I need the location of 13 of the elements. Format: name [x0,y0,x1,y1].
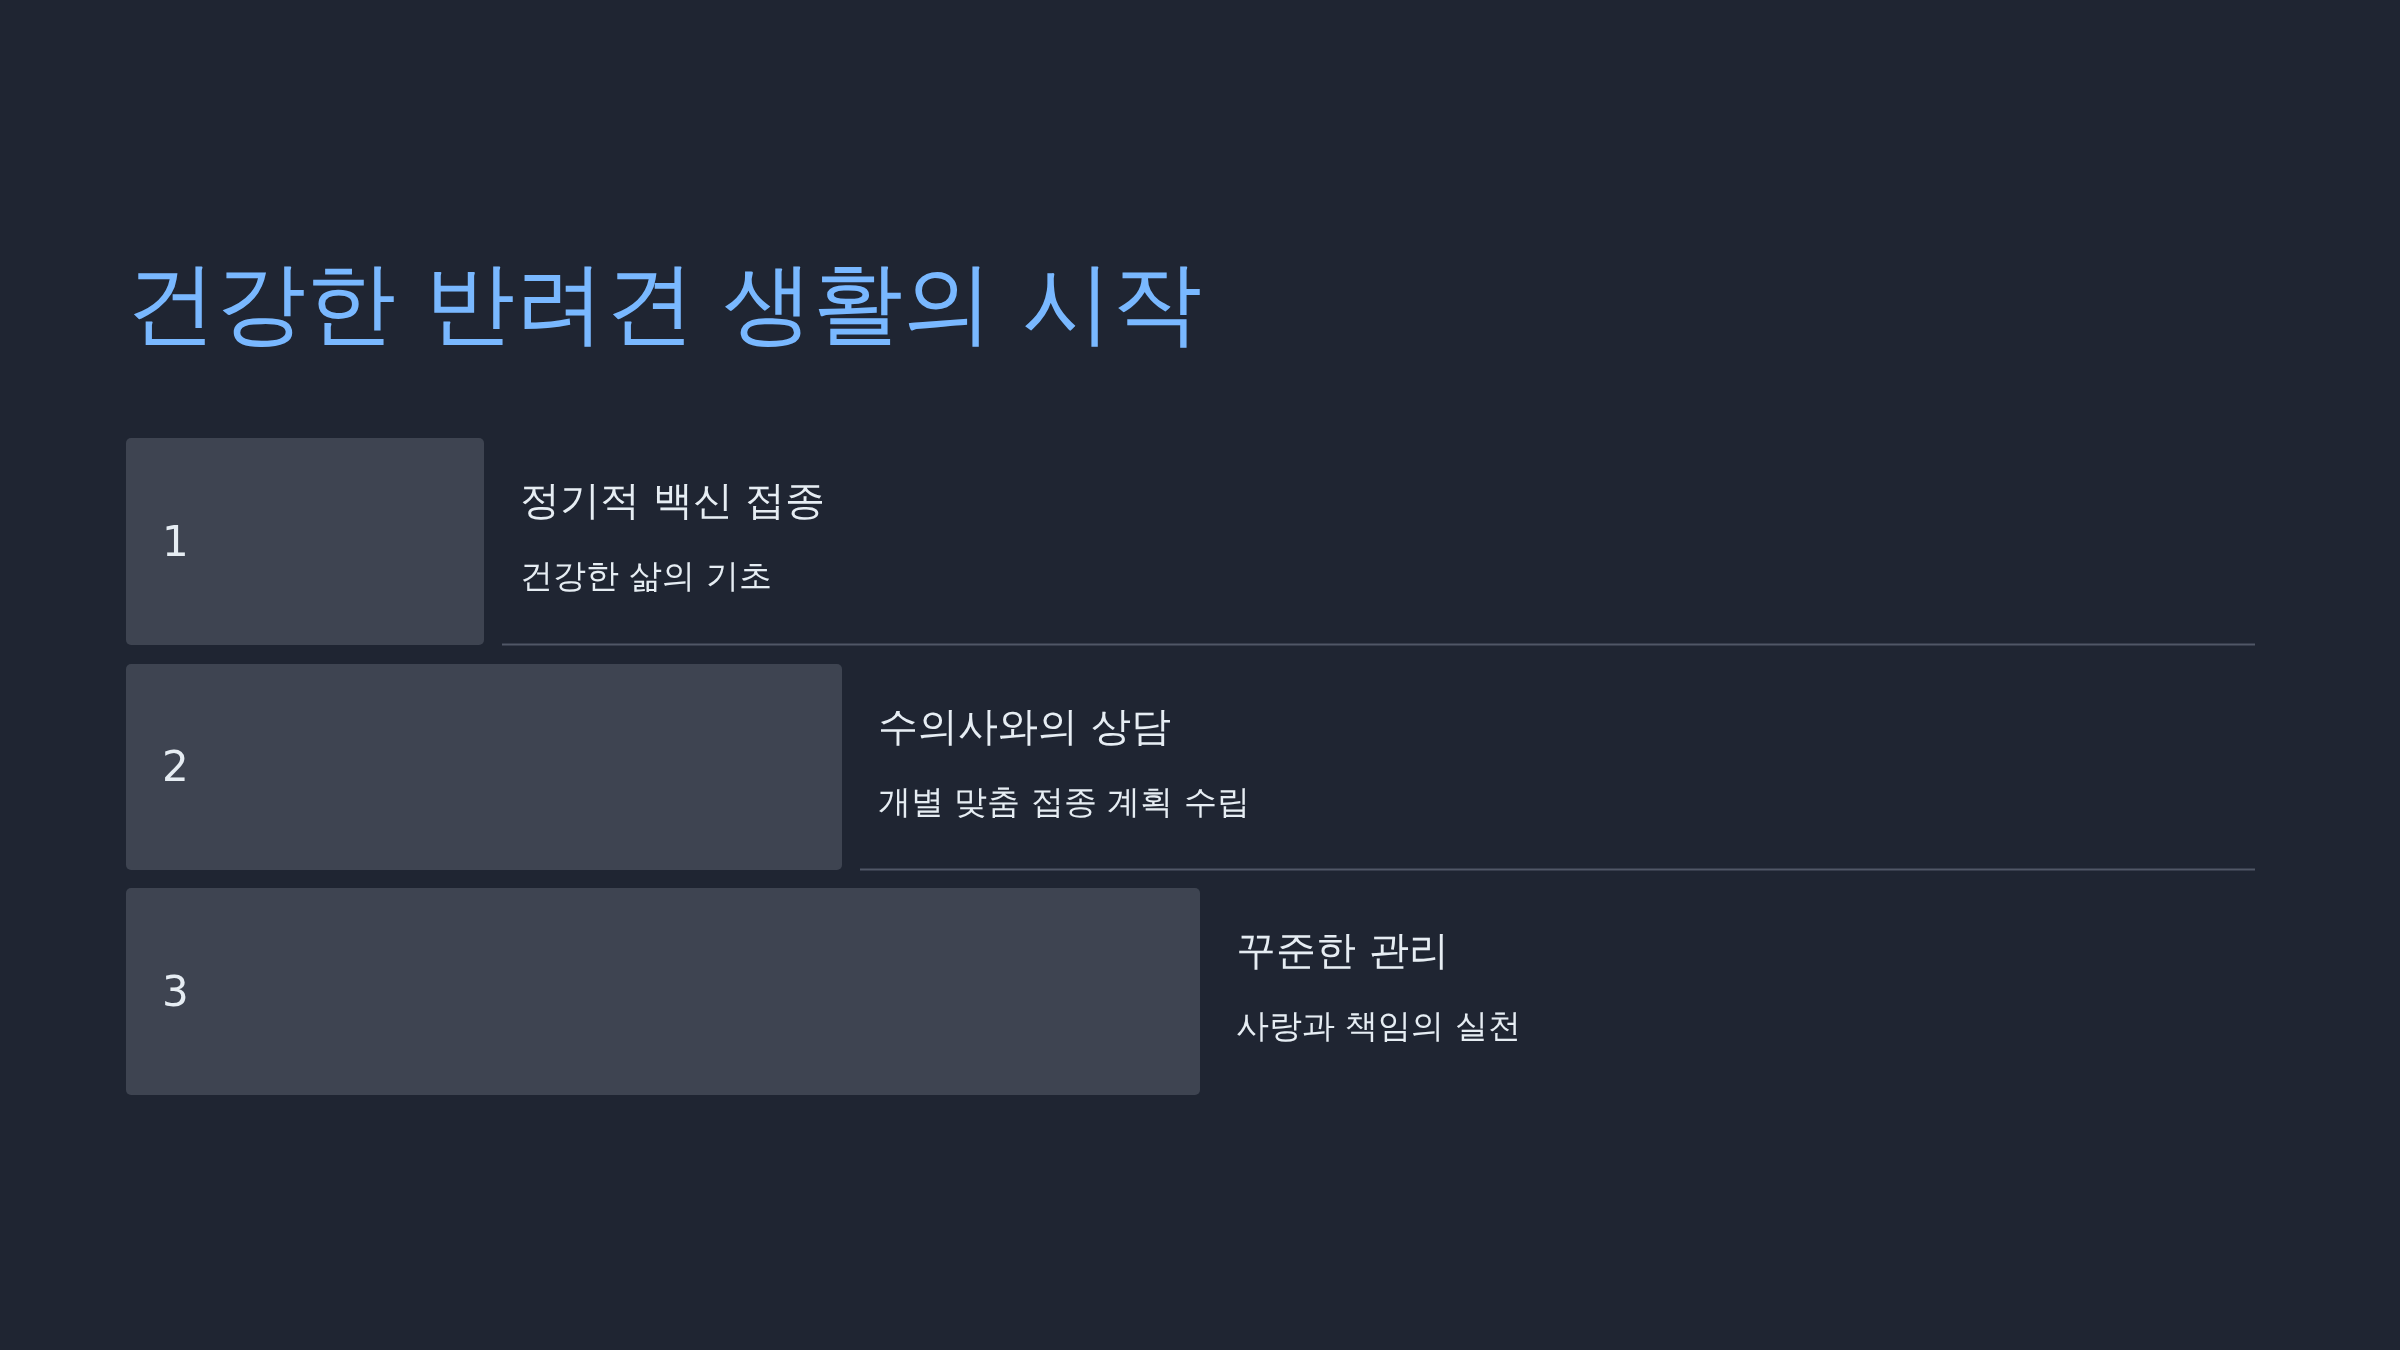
step-number: 3 [162,966,189,1017]
slide-title: 건강한 반려견 생활의 시작 [126,249,1202,357]
step-number: 2 [162,742,189,792]
step-number: 1 [162,516,189,567]
step-heading: 정기적 백신 접종 [520,476,826,525]
step-description: 건강한 삶의 기초 [520,555,772,597]
step-bar [126,438,484,645]
step-heading: 꾸준한 관리 [1236,926,1449,975]
step-heading: 수의사와의 상담 [878,702,1171,751]
step-bar [126,664,842,870]
step-description: 사랑과 책임의 실천 [1236,1005,1521,1047]
step-description: 개별 맞춤 접종 계획 수립 [878,781,1250,823]
step-bar [126,888,1200,1095]
